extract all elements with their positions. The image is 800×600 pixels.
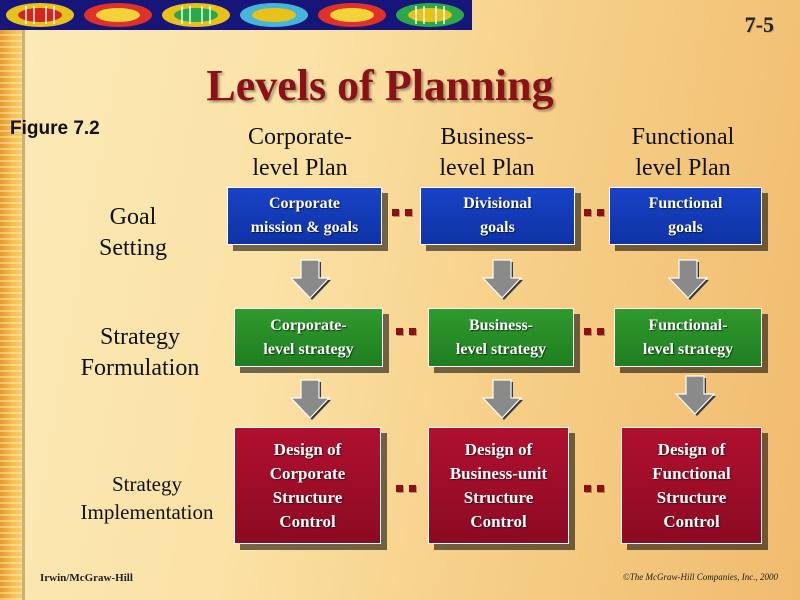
column-header-line: level Plan (635, 155, 731, 181)
column-header-line: level Plan (252, 155, 348, 181)
row-header-line: Strategy (100, 324, 180, 350)
connector-dots (392, 209, 414, 219)
connector-dots (396, 485, 418, 495)
row-header-strategy-formulation: Strategy Formulation (55, 322, 225, 384)
down-arrow-icon (289, 379, 331, 420)
column-header-functional: Functional level Plan (598, 122, 768, 184)
copyright-footer: ©The McGraw-Hill Companies, Inc., 2000 (622, 572, 778, 582)
box-functional-level-strategy: Functional- level strategy (614, 308, 762, 367)
box-business-level-strategy: Business- level strategy (428, 308, 574, 367)
column-header-line: Corporate- (248, 124, 352, 150)
box-design-corporate-structure: Design of Corporate Structure Control (234, 427, 381, 544)
column-header-line: level Plan (439, 155, 535, 181)
publisher-footer: Irwin/McGraw-Hill (40, 572, 133, 584)
row-header-goal-setting: Goal Setting (48, 202, 218, 264)
box-design-business-unit-structure: Design of Business-unit Structure Contro… (428, 427, 569, 544)
box-corporate-level-strategy: Corporate- level strategy (234, 308, 383, 367)
connector-dots (584, 209, 606, 219)
row-header-line: Formulation (80, 355, 200, 381)
connector-dots (584, 328, 606, 338)
column-header-line: Business- (440, 124, 534, 150)
down-arrow-icon (674, 375, 716, 416)
row-header-line: Goal (109, 204, 157, 230)
column-header-corporate: Corporate- level Plan (215, 122, 385, 184)
row-header-strategy-implementation: Strategy Implementation (62, 470, 232, 526)
decorative-banner (0, 0, 472, 30)
row-header-line: Strategy (112, 472, 182, 496)
connector-dots (396, 328, 418, 338)
box-design-functional-structure: Design of Functional Structure Control (621, 427, 762, 544)
row-header-line: Setting (98, 235, 167, 261)
decorative-left-strip (0, 0, 25, 600)
down-arrow-icon (289, 259, 331, 300)
connector-dots (584, 485, 606, 495)
down-arrow-icon (667, 259, 709, 300)
box-corporate-mission-goals: Corporate mission & goals (227, 187, 382, 245)
slide-number: 7-5 (744, 12, 774, 37)
row-header-line: Implementation (80, 500, 214, 524)
figure-label: Figure 7.2 (10, 118, 100, 139)
down-arrow-icon (481, 379, 523, 420)
slide-title: Levels of Planning (206, 61, 554, 110)
down-arrow-icon (481, 259, 523, 300)
box-functional-goals: Functional goals (609, 187, 762, 245)
column-header-line: Functional (631, 124, 735, 150)
box-divisional-goals: Divisional goals (420, 187, 575, 245)
column-header-business: Business- level Plan (402, 122, 572, 184)
